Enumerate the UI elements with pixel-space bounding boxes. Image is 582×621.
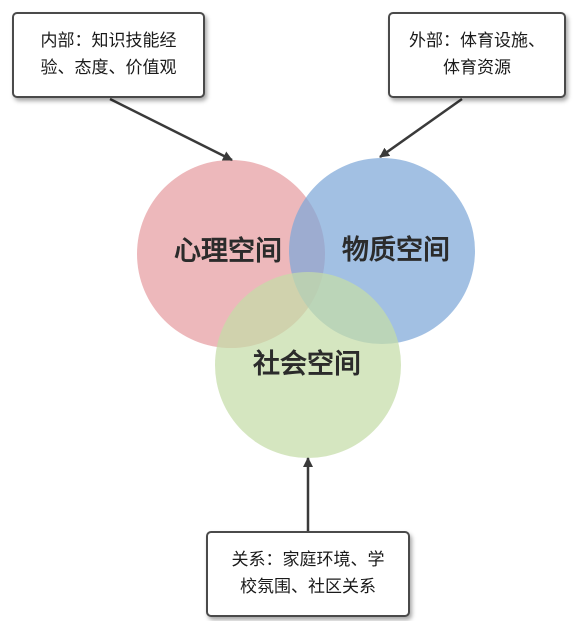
internal-line-2: 验、态度、价值观 <box>40 58 177 78</box>
external-line-2: 体育资源 <box>443 58 511 78</box>
label-social-space: 社会空间 <box>253 348 361 380</box>
arrow-internal-to-psychological <box>109 97 233 162</box>
external-factors-box: 外部：体育设施、 体育资源 <box>388 12 566 98</box>
relation-line-1: 关系：家庭环境、学 <box>231 550 385 570</box>
relation-factors-box: 关系：家庭环境、学 校氛围、社区关系 <box>206 531 410 617</box>
label-psychological-space: 心理空间 <box>174 235 282 267</box>
internal-line-1: 内部：知识技能经 <box>40 31 177 51</box>
arrow-external-to-physical <box>379 97 463 159</box>
relation-line-2: 校氛围、社区关系 <box>240 577 376 597</box>
external-line-1: 外部：体育设施、 <box>409 31 545 51</box>
internal-factors-box: 内部：知识技能经 验、态度、价值观 <box>12 12 205 98</box>
circle-social-space <box>215 272 401 458</box>
label-physical-space: 物质空间 <box>342 234 450 266</box>
